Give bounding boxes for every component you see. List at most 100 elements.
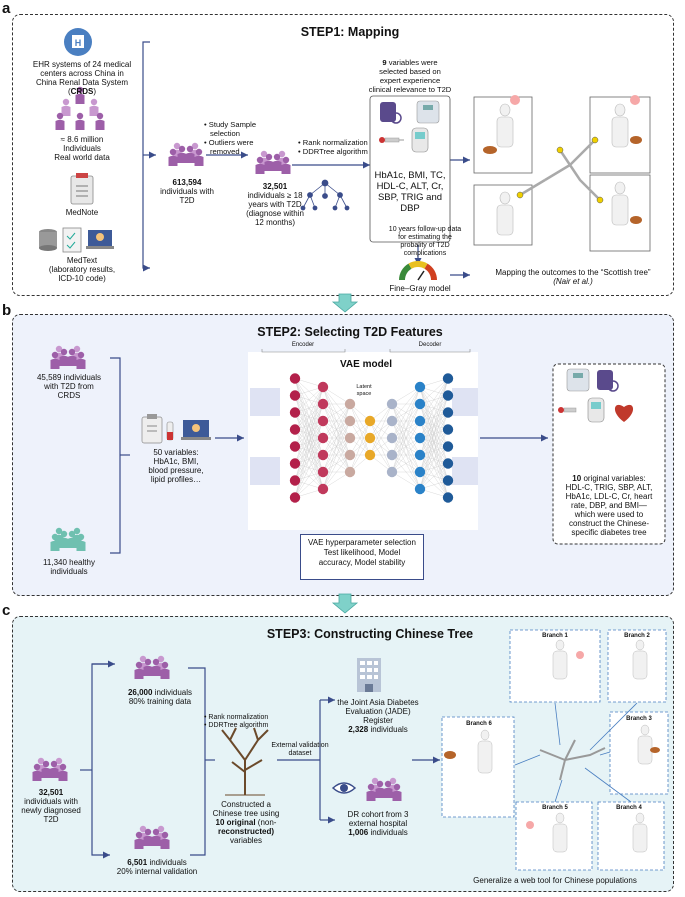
medtext-computer-icon: [86, 230, 114, 249]
followup-line-3: probality of T2D: [400, 242, 450, 249]
latent-line-2: space: [356, 390, 372, 397]
panel-label-a: a: [2, 0, 11, 17]
hyper-line-3: accuracy, Model stability: [318, 558, 406, 567]
glucose-meter-icon: [411, 127, 429, 153]
vae-neuron: [386, 466, 398, 478]
vae-neuron: [344, 449, 356, 461]
vae-neuron: [442, 441, 454, 452]
step-down-arrow-2: [331, 593, 359, 614]
step2-original-variables-box: [552, 363, 666, 545]
vae-neuron: [442, 458, 454, 469]
eye-icon: [331, 782, 357, 794]
vars-list-line-3: SBP, TRIG and: [377, 192, 443, 203]
vae-neuron: [414, 466, 426, 478]
vae-neuron: [442, 424, 454, 435]
branch-2-label: Branch 2: [624, 633, 650, 639]
step3-total-line-1: individuals with: [24, 797, 78, 806]
vae-neuron: [414, 483, 426, 495]
vae-link: [322, 403, 351, 456]
dr-line-2: external hospital: [348, 819, 408, 828]
orig-line-1: original variables:: [583, 474, 646, 483]
fine-gray-gauge-icon: [399, 261, 437, 281]
vae-neuron: [289, 424, 301, 435]
vae-link: [419, 412, 449, 490]
vae-neuron: [317, 483, 329, 495]
vae-link: [391, 403, 421, 473]
orig-line-4: rate, DBP, and BMI—: [571, 501, 647, 510]
vars-list: HbA1c, BMI, TC, HDL-C, ALT, Cr, SBP, TRI…: [372, 170, 448, 214]
vae-neuron: [289, 475, 301, 486]
jade-line-2: Evaluation (JADE): [345, 707, 411, 716]
step2-computer-icon: [181, 420, 211, 440]
vae-link: [369, 420, 393, 456]
web-tool-caption: Generalize a web tool for Chinese popula…: [473, 876, 637, 885]
vae-link: [294, 386, 324, 447]
step3-ddrtree-label: DDRTree algorithm: [208, 722, 269, 729]
vars-list-line-4: DBP: [400, 203, 420, 214]
vae-link: [419, 378, 449, 405]
original-vars-text: 10 original variables: HDL-C, TRIG, SBP,…: [555, 474, 663, 537]
vae-link: [294, 420, 324, 498]
vars-line-3: expert experience: [379, 76, 441, 85]
vae-link: [419, 378, 449, 456]
vae-link: [322, 471, 351, 490]
crds-line-1: 45,589 individuals: [36, 373, 102, 382]
rank-normalization-label: Rank normalization: [302, 138, 368, 147]
tree-line-3: (non-: [257, 818, 277, 827]
ehr-crds-label: CRDS: [70, 87, 94, 96]
vars-list-line-1: HbA1c, BMI, TC,: [374, 170, 446, 181]
followup-text: 10 years follow-up data for estimating t…: [370, 226, 480, 258]
vae-neuron: [386, 432, 398, 444]
tree-bold-1: 10 original: [215, 818, 256, 827]
step1-selection-bullets: • Study Sample selection • Outliers were…: [204, 120, 264, 156]
bullet2-line-2: removed: [210, 147, 240, 156]
dr-number: 1,006: [348, 828, 369, 837]
vae-link: [391, 437, 421, 473]
scottish-tree-nodes: [516, 136, 604, 204]
medtext-description: MedText (laboratory results, ICD-10 code…: [28, 256, 136, 283]
millions-line-3: Real world data: [54, 153, 110, 162]
step3-method-bullets: • Rank normalization • DDRTree algorithm: [204, 714, 269, 729]
branch-5-label: Branch 5: [542, 805, 568, 811]
vae-neuron: [289, 407, 301, 418]
vae-neuron: [386, 449, 398, 461]
vae-neuron: [414, 381, 426, 393]
vae-link: [322, 403, 351, 422]
jade-description: the Joint Asia Diabetes Evaluation (JADE…: [326, 698, 430, 734]
vae-link: [369, 403, 393, 456]
step2-bp-icon: [597, 370, 619, 392]
vae-neuron: [442, 475, 454, 486]
vae-title: VAE model: [339, 359, 393, 370]
hyper-line-2: Test likelihood, Model: [323, 548, 401, 557]
step3-total-line-2: newly diagnosed: [21, 806, 81, 815]
count2-line-2: years with T2D: [248, 200, 302, 209]
ddrtree-network-icon: [300, 179, 350, 211]
dr-description: DR cohort from 3 external hospital 1,006…: [326, 810, 430, 837]
vae-neuron: [317, 415, 329, 427]
vae-neuron: [289, 441, 301, 452]
step3-total-description: 32,501 individuals with newly diagnosed …: [14, 788, 88, 824]
dr-line-3: individuals: [370, 828, 408, 837]
vars-line-2: selected based on: [379, 67, 441, 76]
medtext-line-1: MedText: [66, 256, 98, 265]
vae-neuron: [317, 432, 329, 444]
vae-link: [419, 378, 449, 439]
step2-heart-icon: [614, 404, 634, 422]
bullet1-line-1: Study Sample: [208, 120, 257, 129]
step2-scale-icon: [566, 368, 590, 392]
vae-link: [322, 420, 351, 490]
step2-vars-description: 50 variables: HbA1c, BMI, blood pressure…: [136, 448, 216, 484]
crds-line-2: with T2D from: [44, 382, 94, 391]
vae-link: [419, 463, 449, 490]
vae-link: [294, 386, 324, 430]
valid-line-1: individuals: [149, 858, 187, 867]
step2-crds-people-icon: [51, 346, 86, 369]
vae-neuron: [442, 492, 454, 503]
vae-neuron: [317, 466, 329, 478]
medtext-line-3: ICD-10 code): [58, 274, 106, 283]
vae-link: [391, 386, 421, 439]
orig-line-5: which were used to: [574, 510, 644, 519]
population-description: ≈ 8.6 million Individuals Real world dat…: [30, 135, 134, 162]
vae-connection-lines: [294, 378, 449, 498]
count1-number: 613,594: [172, 178, 202, 187]
